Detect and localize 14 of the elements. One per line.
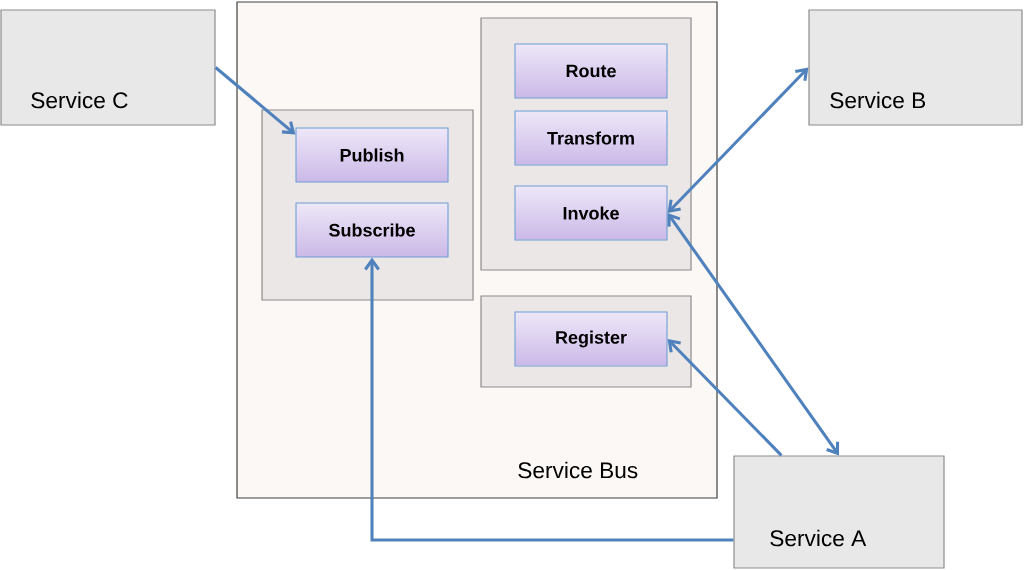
step-box: Invoke — [514, 185, 668, 241]
arrow — [667, 67, 809, 213]
step-box: Route — [514, 43, 668, 99]
service-box: Service B — [808, 9, 1023, 126]
step-box: Subscribe — [295, 202, 449, 258]
arrow — [667, 213, 840, 456]
arrow — [214, 66, 296, 135]
step-box: Transform — [514, 110, 668, 166]
arrow — [364, 257, 734, 542]
service-box: Service C — [0, 9, 216, 126]
service-box: Service A — [733, 455, 945, 569]
step-box: Register — [514, 311, 668, 367]
step-box: Publish — [295, 127, 449, 183]
arrow — [667, 339, 783, 457]
